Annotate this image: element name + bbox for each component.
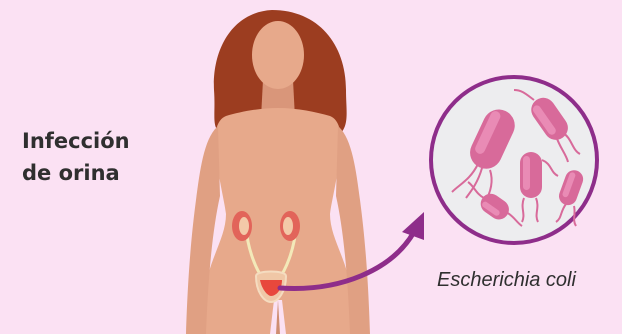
title-line-2: de orina: [22, 157, 172, 189]
title-line-1: Infección: [22, 125, 172, 157]
kidney-icon: [280, 211, 300, 241]
diagram-title: Infección de orina: [22, 125, 172, 189]
bacteria-label: Escherichia coli: [437, 269, 576, 292]
kidney-icon: [232, 211, 252, 241]
bacteria-magnified-view: [431, 77, 597, 243]
